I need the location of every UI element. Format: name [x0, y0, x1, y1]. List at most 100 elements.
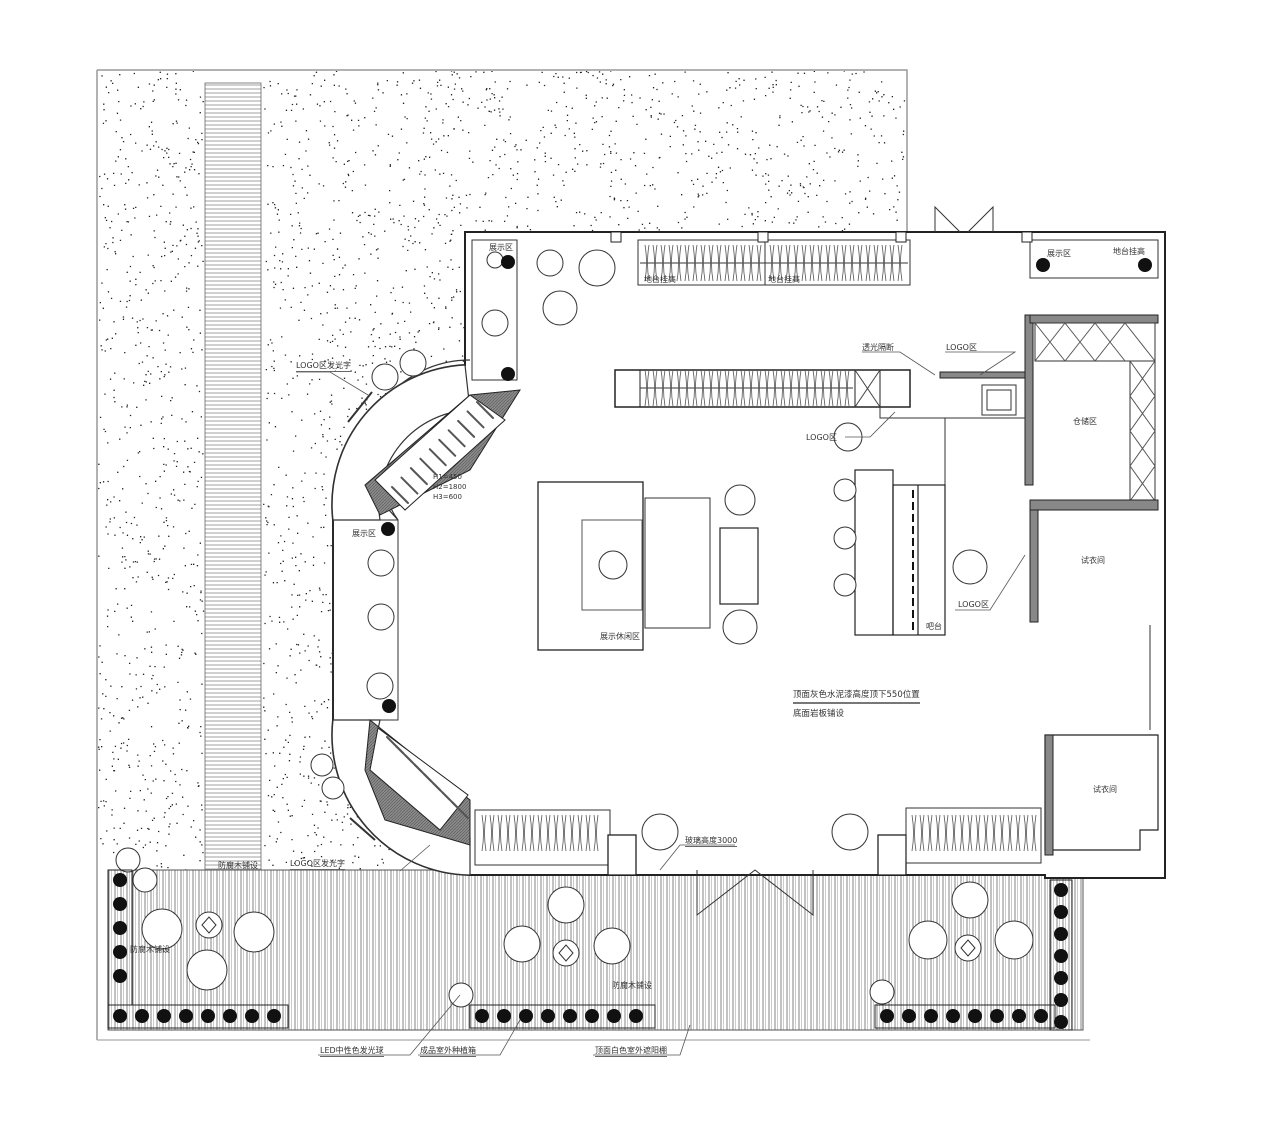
shrub-icon [135, 1009, 149, 1023]
hanger [447, 429, 466, 448]
hanger [911, 814, 917, 852]
shrub-icon [1054, 927, 1068, 941]
hanger [593, 814, 599, 852]
label-floor-note: 底面岩板铺设 [793, 709, 845, 719]
round-seat [578, 249, 616, 287]
hanger [769, 244, 775, 282]
shrub-icon [157, 1009, 171, 1023]
seating [115, 249, 1034, 1008]
round-seat [542, 290, 578, 326]
label-anticorrosive-wood: 防腐木铺设 [218, 861, 258, 870]
round-seat [598, 550, 628, 580]
hanger [660, 369, 666, 407]
label-bar-counter: 吧台 [926, 622, 942, 631]
label-anticorrosive-wood: 防腐木铺设 [612, 981, 652, 990]
hanger [644, 244, 650, 282]
round-seat [593, 927, 631, 965]
flower-icon [960, 939, 976, 957]
hanger [935, 814, 941, 852]
hanger [684, 244, 690, 282]
hanger [451, 801, 469, 819]
label-display-area: 展示区 [489, 243, 513, 252]
label-storage-area: 仓储区 [1073, 417, 1097, 426]
round-seat [831, 813, 869, 851]
round-seat [481, 309, 509, 337]
shrub-icon [1034, 1009, 1048, 1023]
hanger [951, 814, 957, 852]
hanger [692, 369, 698, 407]
hanger [756, 369, 762, 407]
shrub-icon [497, 1009, 511, 1023]
hanger [457, 419, 476, 438]
round-seat [186, 949, 228, 991]
round-seat [833, 573, 857, 597]
hanger [967, 814, 973, 852]
shrub-icon [1054, 1015, 1068, 1029]
hanger [785, 244, 791, 282]
planter-box [874, 1004, 1056, 1029]
hanger [481, 814, 487, 852]
shrub-icon [179, 1009, 193, 1023]
label-glass-height: 玻璃高度3000 [685, 836, 738, 847]
hanger [521, 814, 527, 852]
round-seat [869, 979, 895, 1005]
label-led-ball: LED中性色发光球 [320, 1046, 384, 1057]
shrub-icon [381, 522, 395, 536]
hanger [756, 244, 762, 282]
round-seat [833, 478, 857, 502]
shrub-icon [880, 1009, 894, 1023]
hanger [708, 369, 714, 407]
round-seat [115, 847, 141, 873]
shrub-icon [1054, 993, 1068, 1007]
clothing-hangers [386, 244, 1037, 852]
hanger [684, 369, 690, 407]
hanger [836, 369, 842, 407]
hanger [828, 369, 834, 407]
leader-lines [296, 351, 1026, 1056]
round-seat [722, 609, 758, 645]
hanger [692, 244, 698, 282]
shrub-icon [968, 1009, 982, 1023]
hanger [1015, 814, 1021, 852]
shrub-icon [924, 1009, 938, 1023]
round-seat [233, 911, 275, 953]
planter-box [469, 1004, 656, 1029]
round-seat [503, 925, 541, 963]
hanger [419, 457, 438, 476]
shrub-icon [382, 699, 396, 713]
label-height-h2: H2=1800 [433, 483, 467, 491]
shrub-icon [1036, 258, 1050, 272]
planters [107, 255, 1152, 1031]
round-seat [132, 867, 158, 893]
shrub-icon [113, 1009, 127, 1023]
hanger [943, 814, 949, 852]
shrub-icon [267, 1009, 281, 1023]
hanger [1031, 814, 1037, 852]
shrub-icon [1054, 905, 1068, 919]
shrub-icon [541, 1009, 555, 1023]
label-logo-glow-text: LOGO区发光字 [296, 361, 351, 372]
hanger [825, 244, 831, 282]
hanger [553, 814, 559, 852]
shrub-icon [607, 1009, 621, 1023]
hanger [991, 814, 997, 852]
hanger [732, 369, 738, 407]
hanger [716, 369, 722, 407]
round-seat [547, 886, 585, 924]
hanger [844, 369, 850, 407]
hanger [817, 244, 823, 282]
hanger [513, 814, 519, 852]
planter-box [107, 1004, 289, 1029]
hanger [409, 467, 428, 486]
hanger [959, 814, 965, 852]
hanger [660, 244, 666, 282]
round-seat [952, 549, 988, 585]
label-awning: 顶面白色室外遮阳棚 [595, 1046, 667, 1057]
hanger [577, 814, 583, 852]
hanger [668, 369, 674, 407]
hanger [585, 814, 591, 852]
label-logo-area: LOGO区 [806, 433, 837, 442]
round-seat [141, 908, 183, 950]
